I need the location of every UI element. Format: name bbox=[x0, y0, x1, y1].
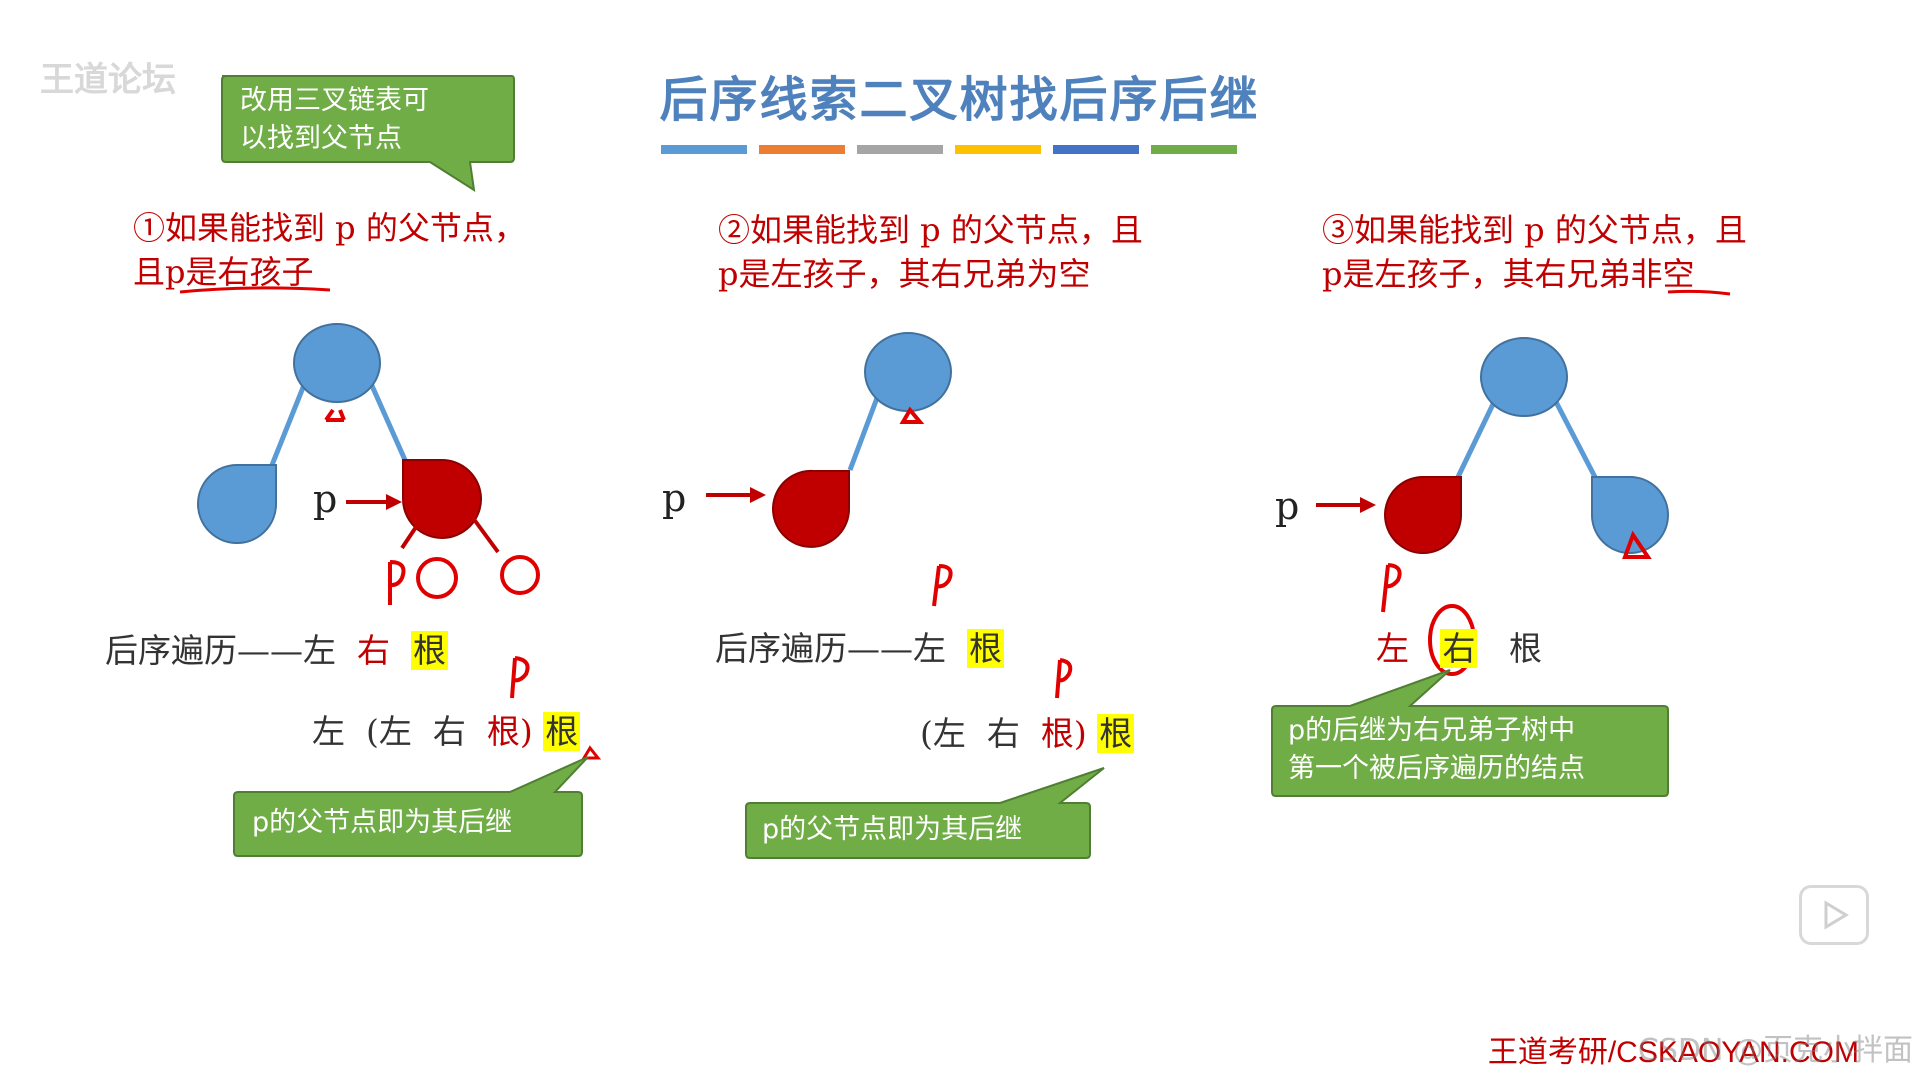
case2-tree bbox=[706, 332, 1073, 699]
case3-condition: ③如果能找到 p 的父节点，且 p是左孩子，其右兄弟非空 bbox=[1322, 208, 1747, 296]
case1-cond-prefix: 且 bbox=[133, 253, 166, 291]
traversal-label: 后序遍历——左 bbox=[105, 631, 336, 670]
trav-right: 右 bbox=[356, 631, 390, 670]
case2-cond-line1: ②如果能找到 p 的父节点，且 bbox=[718, 211, 1143, 249]
case1-traversal: 后序遍历——左 右 根 bbox=[105, 624, 448, 672]
trav-right: 右 bbox=[1440, 629, 1478, 668]
case2-cond-line2: p是左孩子，其右兄弟为空 bbox=[718, 255, 1091, 293]
case1-expansion: 左 (左 右 根) 根 bbox=[312, 705, 581, 753]
play-icon bbox=[1824, 900, 1849, 930]
color-bar bbox=[955, 145, 1041, 154]
callout-case2 bbox=[745, 767, 1105, 859]
top-callout bbox=[221, 75, 515, 193]
case3-cond-prefix: p是左孩子，其右兄弟 bbox=[1322, 255, 1631, 293]
trav-left: 左 bbox=[1376, 629, 1409, 668]
expand-left: 左 bbox=[312, 712, 345, 751]
case2-p-label: p bbox=[662, 476, 687, 520]
case1-cond-underlined: p是右孩子 bbox=[165, 253, 314, 291]
case3-callout-text: p的后继为右兄弟子树中 第一个被后序遍历的结点 bbox=[1288, 715, 1585, 784]
expand-root: 根) bbox=[1040, 714, 1087, 753]
expand-right: 右 bbox=[986, 714, 1020, 753]
color-bar bbox=[661, 145, 747, 154]
footer-brand: 王道考研/CSKAOYAN.COM bbox=[1487, 1036, 1859, 1069]
traversal-label: 后序遍历——左 bbox=[715, 629, 946, 668]
bilibili-logo: 王道论坛 bbox=[40, 60, 176, 100]
case2-condition: ②如果能找到 p 的父节点，且 p是左孩子，其右兄弟为空 bbox=[718, 208, 1143, 296]
expand-open: (左 bbox=[365, 712, 412, 751]
expand-open: (左 bbox=[920, 714, 966, 753]
expand-parent: 根 bbox=[543, 712, 581, 751]
case2-traversal: 后序遍历——左 根 bbox=[715, 622, 1004, 670]
case1-tree bbox=[179, 286, 602, 760]
case1-callout-text: p的父节点即为其后继 bbox=[252, 807, 513, 838]
color-bar bbox=[1151, 145, 1237, 154]
case1-p-label: p bbox=[313, 477, 338, 521]
csdn-watermark: CSDN @页克小拌面 bbox=[1637, 1033, 1913, 1068]
parent-node bbox=[864, 332, 952, 412]
case1-cond-line2: 且p是右孩子 bbox=[133, 250, 526, 294]
left-sibling-node bbox=[197, 464, 277, 544]
parent-node bbox=[1480, 337, 1568, 417]
color-bar bbox=[759, 145, 845, 154]
case3-cond-underlined: 非空 bbox=[1630, 255, 1695, 293]
expand-right: 右 bbox=[432, 712, 466, 751]
expand-parent: 根 bbox=[1097, 714, 1135, 753]
case3-tree bbox=[1316, 289, 1731, 676]
case3-cond-line1: ③如果能找到 p 的父节点，且 bbox=[1322, 211, 1747, 249]
case2-expansion: (左 右 根) 根 bbox=[920, 707, 1135, 755]
case1-cond-line1: ①如果能找到 p 的父节点， bbox=[133, 209, 526, 247]
trav-root: 根 bbox=[410, 631, 448, 670]
parent-node bbox=[293, 323, 381, 403]
play-button[interactable] bbox=[1799, 885, 1869, 945]
right-sibling-node bbox=[1590, 476, 1669, 554]
case3-p-label: p bbox=[1275, 484, 1300, 528]
case3-cond-line2: p是左孩子，其右兄弟非空 bbox=[1322, 252, 1747, 296]
color-bar bbox=[857, 145, 943, 154]
callout-case1 bbox=[233, 756, 589, 857]
trav-root: 根 bbox=[1508, 629, 1542, 668]
callout-case3 bbox=[1271, 669, 1669, 797]
top-callout-text: 改用三叉链表可 以找到父节点 bbox=[240, 85, 429, 154]
p-node bbox=[1384, 475, 1463, 554]
trav-root: 根 bbox=[966, 629, 1004, 668]
slide-title: 后序线索二叉树找后序后继 bbox=[659, 72, 1260, 128]
expand-root: 根) bbox=[486, 712, 533, 751]
color-bar bbox=[1053, 145, 1139, 154]
case2-callout-text: p的父节点即为其后继 bbox=[762, 814, 1023, 845]
case1-condition: ①如果能找到 p 的父节点， 且p是右孩子 bbox=[133, 206, 526, 294]
title-color-bars bbox=[661, 145, 1237, 155]
case3-traversal: 左 右 根 bbox=[1376, 622, 1542, 670]
p-node bbox=[772, 469, 851, 548]
